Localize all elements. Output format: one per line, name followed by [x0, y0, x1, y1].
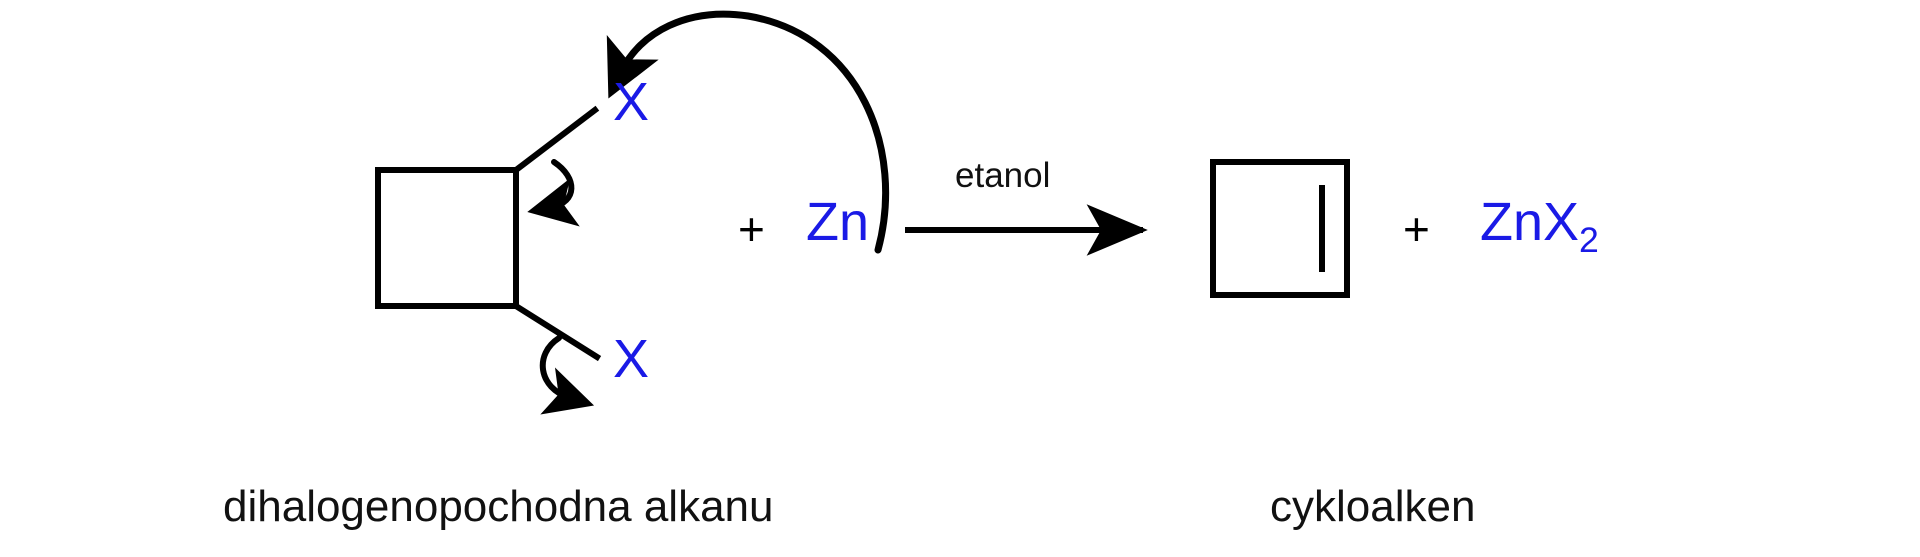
- reactant-caption: dihalogenopochodna alkanu: [223, 482, 774, 531]
- cyclobutene-ring-square: [1210, 159, 1350, 298]
- zinc-halide-formula: ZnX2: [1480, 192, 1599, 258]
- carbon-halogen-bond-top: [511, 105, 600, 175]
- halogen-label-bottom: X: [613, 329, 650, 389]
- curved-arrow-upper-bond-to-ring: [527, 159, 580, 227]
- cyclobutane-ring-square: [375, 167, 519, 309]
- zinc-halide-formula-base: ZnX: [1480, 192, 1580, 252]
- product-caption: cykloalken: [1270, 482, 1476, 531]
- solvent-condition-label: etanol: [955, 156, 1051, 195]
- curved-arrow-zn-to-upper-halogen: [606, 10, 890, 254]
- halogen-label-top: X: [613, 72, 650, 132]
- reagent-plus-sign: +: [738, 203, 765, 255]
- curved-arrow-lower-bond-to-lower-halogen: [539, 335, 595, 415]
- carbon-halogen-bond-bottom: [511, 301, 602, 362]
- zinc-reagent-label: Zn: [806, 192, 870, 252]
- byproduct-plus-sign: +: [1403, 203, 1430, 255]
- zinc-halide-formula-subscript: 2: [1579, 219, 1599, 260]
